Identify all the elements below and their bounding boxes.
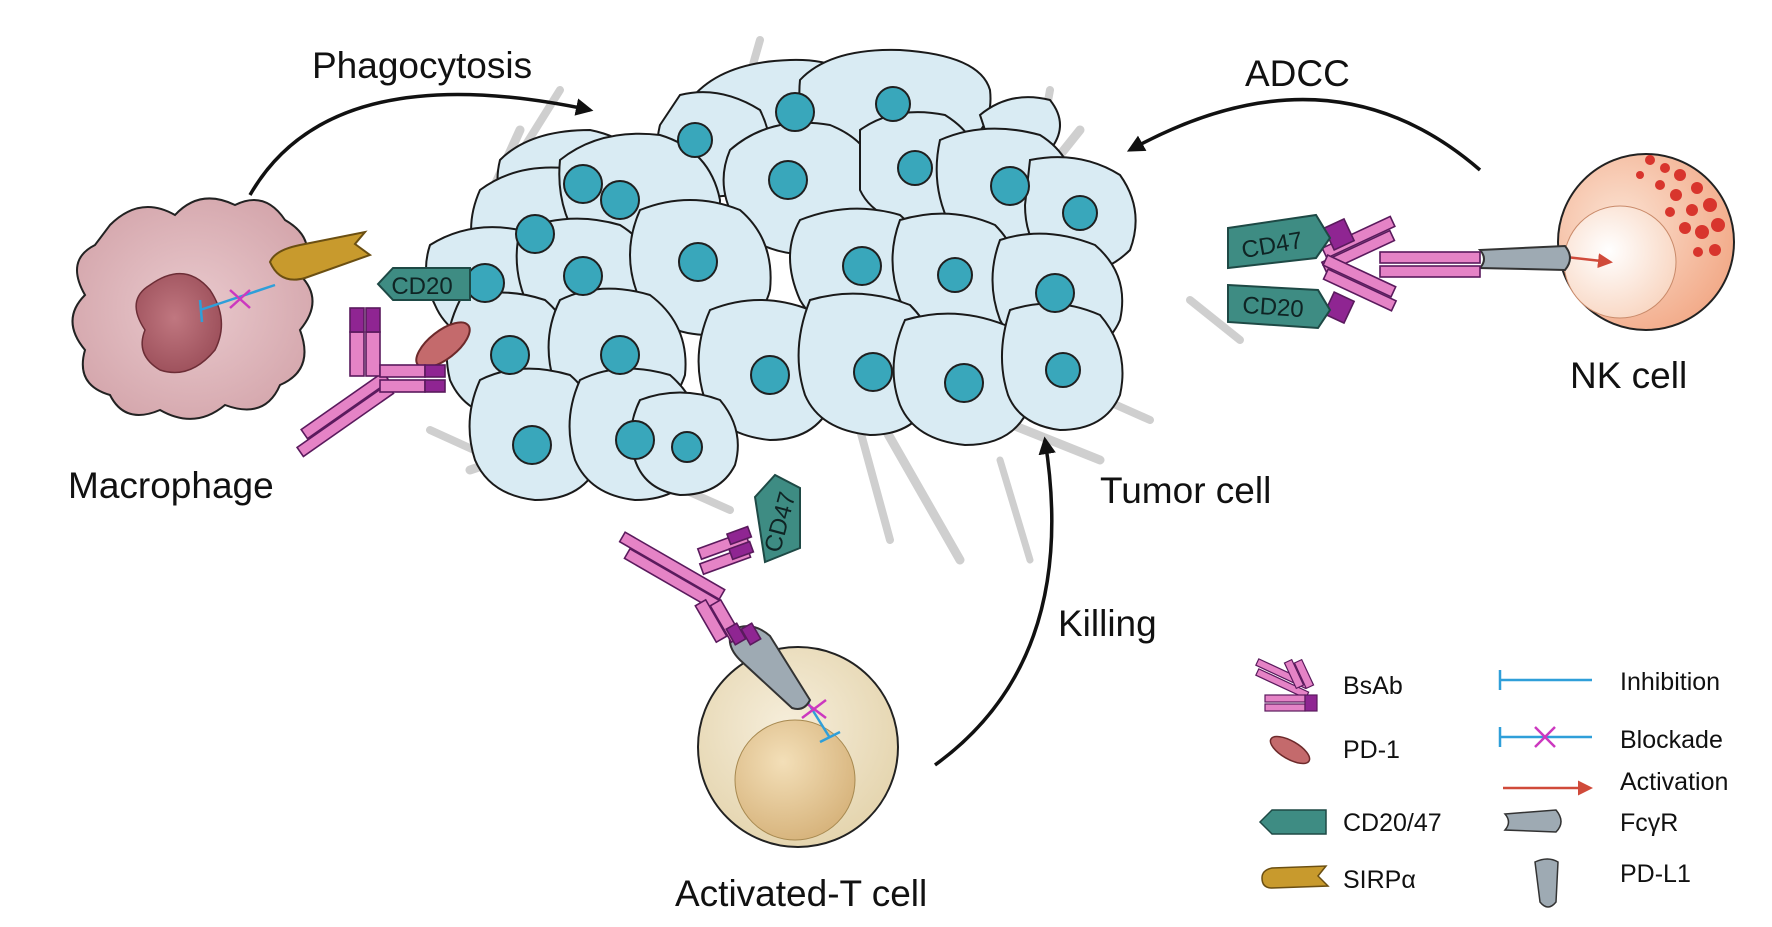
- legend-cd20-47-icon: [1258, 809, 1327, 835]
- bsab-left: [295, 307, 446, 458]
- nk-cell: [1521, 153, 1735, 331]
- legend-cd20-47-label: CD20/47: [1343, 809, 1442, 837]
- legend-fcgr-icon: [1503, 809, 1562, 833]
- legend-sirpa-icon: [1261, 865, 1330, 889]
- cd47-marker-bottom: CD47: [753, 473, 801, 564]
- tumor-cell-label: Tumor cell: [1100, 470, 1271, 511]
- bsab-bottom: [618, 525, 762, 646]
- cd20-marker-right: CD20: [1227, 283, 1332, 330]
- legend-blockade-icon: [1498, 726, 1592, 748]
- tumor-mass: [425, 36, 1244, 565]
- nk-cell-label: NK cell: [1570, 355, 1687, 396]
- macrophage-label: Macrophage: [68, 465, 274, 506]
- fcgr-receptor-right: [1477, 244, 1571, 272]
- killing-arrow: [933, 436, 1056, 767]
- legend-blockade-label: Blockade: [1620, 726, 1723, 754]
- legend-sirpa-label: SIRPα: [1343, 866, 1416, 894]
- cd47-marker-right: CD47: [1227, 213, 1332, 270]
- bsab-right: [1320, 215, 1481, 325]
- legend-pd1-label: PD-1: [1343, 736, 1400, 764]
- legend-pdl1-label: PD-L1: [1620, 860, 1691, 888]
- legend-bsab-label: BsAb: [1343, 672, 1403, 700]
- legend-inhibition-label: Inhibition: [1620, 668, 1720, 696]
- killing-label: Killing: [1058, 603, 1157, 644]
- adcc-arrow: [1126, 97, 1482, 172]
- legend-bsab-icon: [1255, 658, 1318, 712]
- svg-text:CD20: CD20: [391, 273, 452, 300]
- sirpa-receptor: [268, 230, 373, 281]
- legend-inhibition-icon: [1498, 670, 1592, 690]
- svg-text:CD20: CD20: [1241, 292, 1304, 323]
- adcc-label: ADCC: [1245, 53, 1350, 94]
- activated-t-cell: [697, 646, 899, 848]
- legend: BsAb PD-1 CD20/47 SIRPα Inhibition Block…: [1255, 658, 1728, 908]
- legend-fcgr-label: FcγR: [1620, 809, 1678, 837]
- legend-pd1-icon: [1269, 735, 1311, 765]
- macrophage: [71, 197, 314, 420]
- legend-pdl1-icon: [1534, 858, 1559, 908]
- cd20-marker-left: CD20: [376, 267, 471, 301]
- phagocytosis-arrow: [248, 92, 594, 196]
- activated-t-cell-label: Activated-T cell: [675, 873, 927, 914]
- phagocytosis-label: Phagocytosis: [312, 45, 532, 86]
- legend-activation-label: Activation: [1620, 768, 1728, 796]
